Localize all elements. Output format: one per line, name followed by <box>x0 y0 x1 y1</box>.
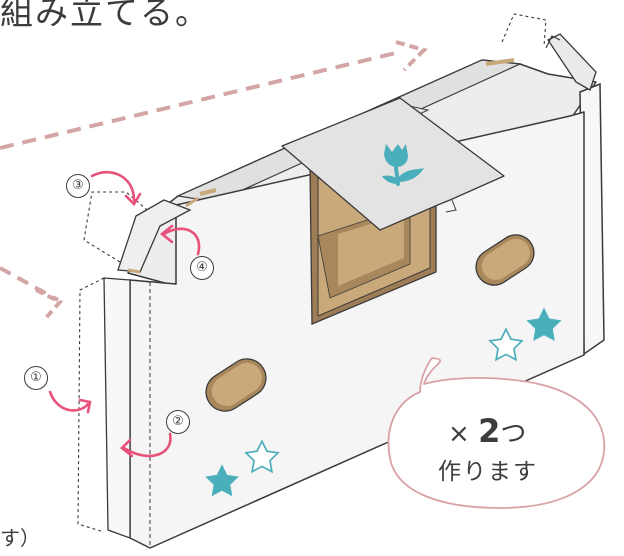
star-outline-icon <box>244 439 280 474</box>
handle-hole-right <box>475 234 535 286</box>
bubble-make-text: 作ります <box>438 459 538 485</box>
star-outline-icon <box>488 327 524 362</box>
guide-arrow-left <box>0 266 64 322</box>
star-icon <box>205 464 239 497</box>
dashed-flap-3 <box>83 191 153 263</box>
tulip-icon <box>382 144 424 186</box>
fold-arrow-1 <box>48 390 90 412</box>
box-front-face <box>129 111 585 549</box>
speech-bubble <box>387 357 606 509</box>
side-note: す） <box>0 526 40 550</box>
times-sign: × <box>448 419 470 449</box>
heading: 組み立てる。 <box>0 0 210 32</box>
fold-arrow-2 <box>122 432 172 458</box>
counter-word: つ <box>500 419 527 449</box>
bubble-quantity: × 2つ <box>448 412 526 450</box>
quantity-number: 2 <box>478 412 501 450</box>
step-number-3: ③ <box>66 174 90 198</box>
step-number-4: ④ <box>190 256 214 280</box>
fold-arrow-4 <box>162 227 201 256</box>
step-number-1: ① <box>24 366 48 390</box>
star-icon <box>526 307 562 341</box>
fold-arrow-3 <box>90 170 136 202</box>
dashed-flap-1 <box>77 277 105 533</box>
box-left-edge <box>103 277 131 539</box>
guide-arrow-top <box>0 40 428 150</box>
handle-hole-left <box>205 358 267 412</box>
dashed-flap-top <box>501 13 547 47</box>
step-number-2: ② <box>166 410 190 434</box>
